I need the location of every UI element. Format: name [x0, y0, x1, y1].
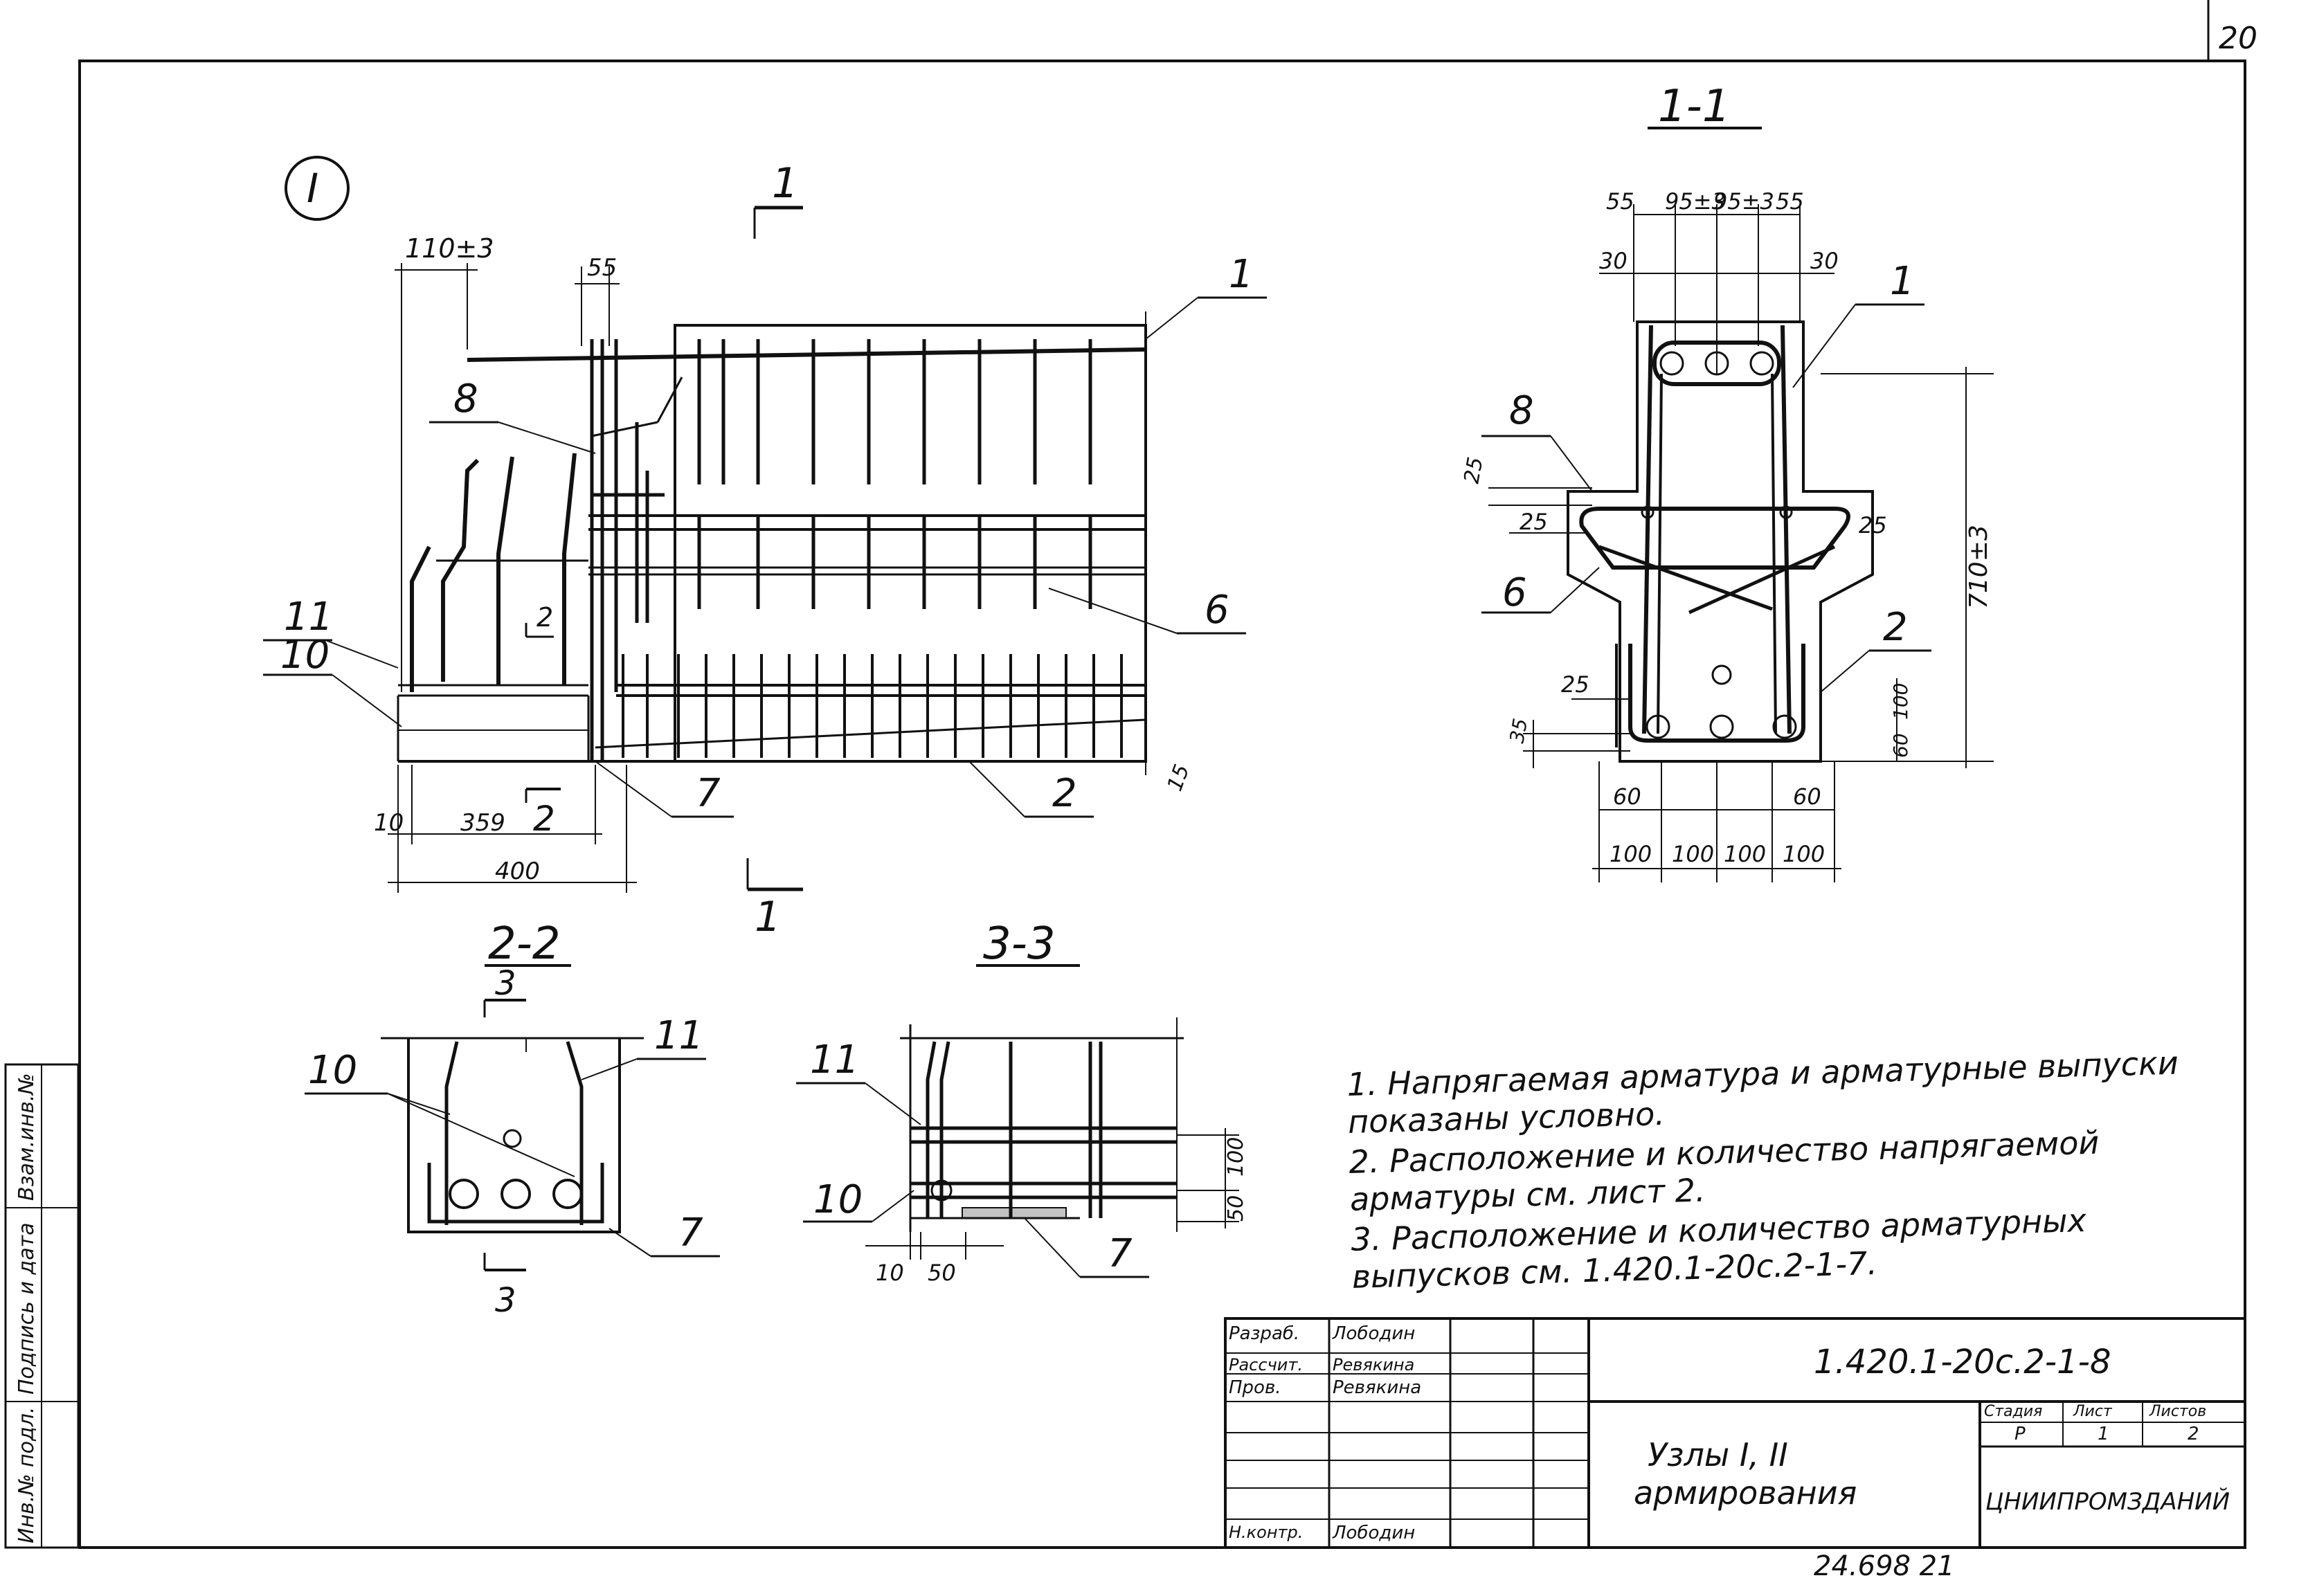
svg-text:2: 2: [537, 602, 553, 633]
svg-text:95±3: 95±3: [1713, 188, 1774, 215]
svg-text:10: 10: [813, 1177, 863, 1222]
svg-text:6: 6: [1205, 588, 1229, 633]
svg-text:11: 11: [284, 595, 333, 640]
svg-text:Взам.инв.№: Взам.инв.№: [15, 1073, 39, 1201]
svg-text:I: I: [307, 165, 318, 212]
svg-text:100: 100: [1672, 841, 1714, 867]
svg-text:10: 10: [280, 633, 330, 678]
svg-text:60: 60: [1889, 733, 1912, 758]
title-block-grid: [1224, 1317, 2246, 1549]
svg-text:1: 1: [1229, 252, 1254, 297]
svg-text:3: 3: [495, 1281, 516, 1320]
svg-text:1: 1: [772, 159, 798, 208]
bottom-number: 24.698 21: [1814, 1550, 1955, 1582]
svg-text:7: 7: [696, 771, 721, 816]
svg-text:60: 60: [1793, 783, 1821, 810]
svg-text:400: 400: [495, 858, 540, 885]
side-stamp: Инв.№ подл. Подпись и дата Взам.инв.№: [4, 1063, 80, 1549]
svg-text:7: 7: [678, 1210, 703, 1255]
sheets-header: Листов: [2149, 1403, 2207, 1420]
svg-text:10: 10: [374, 809, 404, 837]
drawing-title-line2: армирования: [1634, 1474, 1857, 1512]
stage-header: Стадия: [1984, 1403, 2043, 1420]
svg-text:11: 11: [810, 1037, 859, 1082]
name-3: Ревякина: [1333, 1377, 1422, 1398]
organization-name: ЦНИИПРОМЗДАНИЙ: [1985, 1488, 2230, 1516]
svg-text:10: 10: [308, 1048, 357, 1093]
role-3: Пров.: [1229, 1377, 1281, 1398]
svg-text:1: 1: [1890, 259, 1915, 304]
svg-text:1-1: 1-1: [1658, 81, 1731, 132]
sheet-frame: [78, 60, 2246, 1549]
svg-text:55: 55: [587, 254, 617, 282]
svg-text:2: 2: [1052, 771, 1077, 816]
svg-text:Подпись и дата: Подпись и дата: [15, 1223, 39, 1395]
notes-block: 1. Напрягаемая арматура и арматурные вып…: [1346, 1042, 2252, 1298]
name-4: Лободин: [1333, 1523, 1416, 1543]
svg-text:11: 11: [654, 1013, 703, 1058]
svg-text:25: 25: [1520, 509, 1548, 535]
role-1: Разраб.: [1229, 1323, 1300, 1344]
svg-text:359: 359: [460, 809, 505, 837]
role-4: Н.контр.: [1229, 1523, 1304, 1542]
svg-text:15: 15: [1163, 761, 1195, 795]
sheet-corner-number: 20: [2219, 21, 2257, 56]
stage-value: Р: [2014, 1424, 2026, 1444]
svg-text:2: 2: [1883, 605, 1908, 650]
document-code: 1.420.1-20с.2-1-8: [1814, 1343, 2111, 1381]
svg-text:710±3: 710±3: [1965, 525, 1993, 609]
svg-text:55: 55: [1606, 188, 1634, 215]
node-view: 1 1: [263, 159, 1267, 941]
svg-text:7: 7: [1108, 1231, 1133, 1276]
sheet-value: 1: [2098, 1424, 2109, 1444]
section-1-1: 1-1 55 95±3: [1459, 81, 1994, 882]
svg-text:100: 100: [1610, 841, 1652, 867]
svg-text:100: 100: [1224, 1137, 1248, 1177]
svg-text:3-3: 3-3: [983, 918, 1056, 970]
svg-text:6: 6: [1502, 570, 1527, 615]
svg-text:30: 30: [1599, 248, 1628, 274]
svg-text:110±3: 110±3: [405, 233, 494, 264]
svg-text:50: 50: [928, 1260, 956, 1286]
svg-text:50: 50: [1224, 1195, 1248, 1222]
svg-text:35: 35: [1505, 716, 1532, 745]
svg-text:3: 3: [495, 964, 516, 1003]
node-mark: I: [285, 156, 350, 221]
svg-text:25: 25: [1859, 512, 1887, 538]
svg-text:25: 25: [1561, 671, 1589, 698]
svg-text:55: 55: [1776, 188, 1804, 215]
drawing-title-line1: Узлы I, II: [1648, 1436, 1788, 1473]
svg-text:1: 1: [755, 893, 781, 941]
sheet-header: Лист: [2073, 1403, 2112, 1420]
role-2: Рассчит.: [1229, 1355, 1303, 1375]
name-1: Лободин: [1333, 1323, 1416, 1344]
svg-text:100: 100: [1889, 683, 1912, 720]
section-3-3: 3-3 100 50 10 50 11 10: [796, 918, 1248, 1286]
svg-text:8: 8: [1509, 388, 1534, 433]
svg-text:8: 8: [453, 377, 478, 421]
svg-text:100: 100: [1783, 841, 1825, 867]
svg-text:100: 100: [1724, 841, 1766, 867]
section-2-2: 2-2 3 3 10 11 7: [305, 918, 720, 1320]
svg-text:95±3: 95±3: [1665, 188, 1726, 215]
svg-text:30: 30: [1810, 248, 1839, 274]
svg-text:10: 10: [876, 1260, 904, 1286]
svg-text:Инв.№ подл.: Инв.№ подл.: [15, 1407, 39, 1543]
svg-text:2: 2: [533, 799, 555, 839]
svg-text:2-2: 2-2: [488, 918, 561, 970]
name-2: Ревякина: [1333, 1355, 1415, 1375]
sheets-value: 2: [2188, 1424, 2199, 1444]
svg-text:60: 60: [1613, 783, 1641, 810]
svg-text:25: 25: [1459, 455, 1488, 486]
